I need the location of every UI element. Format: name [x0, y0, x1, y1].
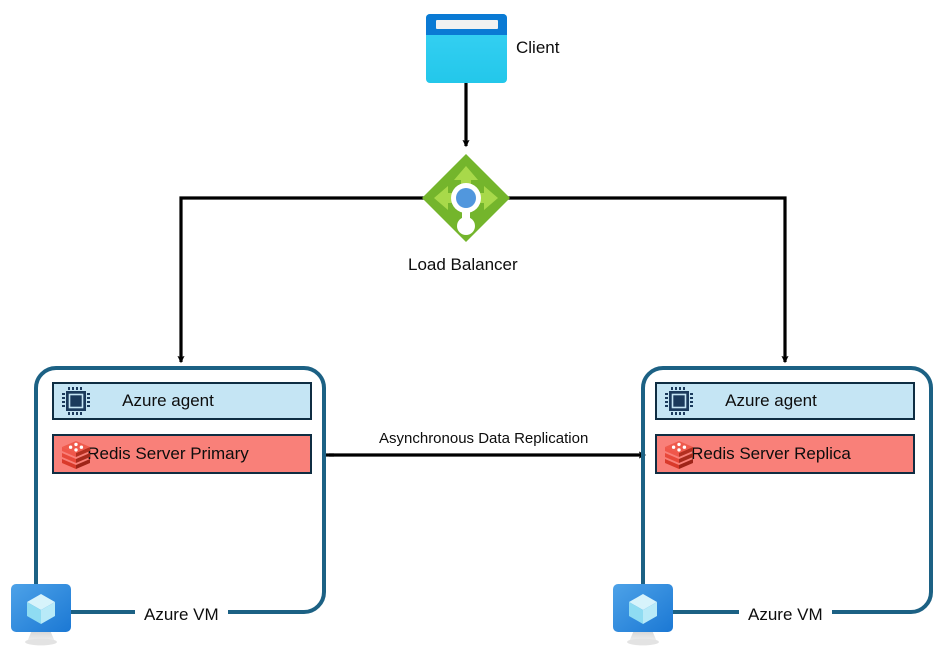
azure-vm-icon-right: [610, 580, 676, 648]
azure-agent-row-right[interactable]: Azure agent: [655, 382, 915, 420]
replication-edge-label: Asynchronous Data Replication: [376, 430, 592, 447]
redis-cube-icon: [663, 438, 695, 470]
client-address-bar: [435, 20, 498, 29]
cpu-chip-icon: [663, 385, 695, 417]
redis-server-label-right: Redis Server Replica: [691, 444, 851, 463]
redis-server-row-left[interactable]: Redis Server Primary: [52, 434, 312, 474]
edge-load-balancer-to-vm-left: [177, 196, 424, 364]
load-balancer-icon: [420, 152, 512, 244]
vm-caption-left: Azure VM: [135, 605, 228, 625]
client-titlebar: [426, 14, 507, 35]
load-balancer-label: Load Balancer: [408, 255, 518, 274]
azure-agent-label-left: Azure agent: [122, 391, 214, 410]
edge-load-balancer-to-vm-right: [508, 196, 789, 364]
azure-agent-label-right: Azure agent: [725, 391, 817, 410]
client-icon: [426, 14, 507, 83]
redis-server-row-right[interactable]: Redis Server Replica: [655, 434, 915, 474]
redis-server-label-left: Redis Server Primary: [87, 444, 249, 463]
cpu-chip-icon: [60, 385, 92, 417]
client-label: Client: [516, 38, 560, 57]
redis-cube-icon: [60, 438, 92, 470]
azure-agent-row-left[interactable]: Azure agent: [52, 382, 312, 420]
vm-caption-right: Azure VM: [739, 605, 832, 625]
azure-vm-icon-left: [8, 580, 74, 648]
